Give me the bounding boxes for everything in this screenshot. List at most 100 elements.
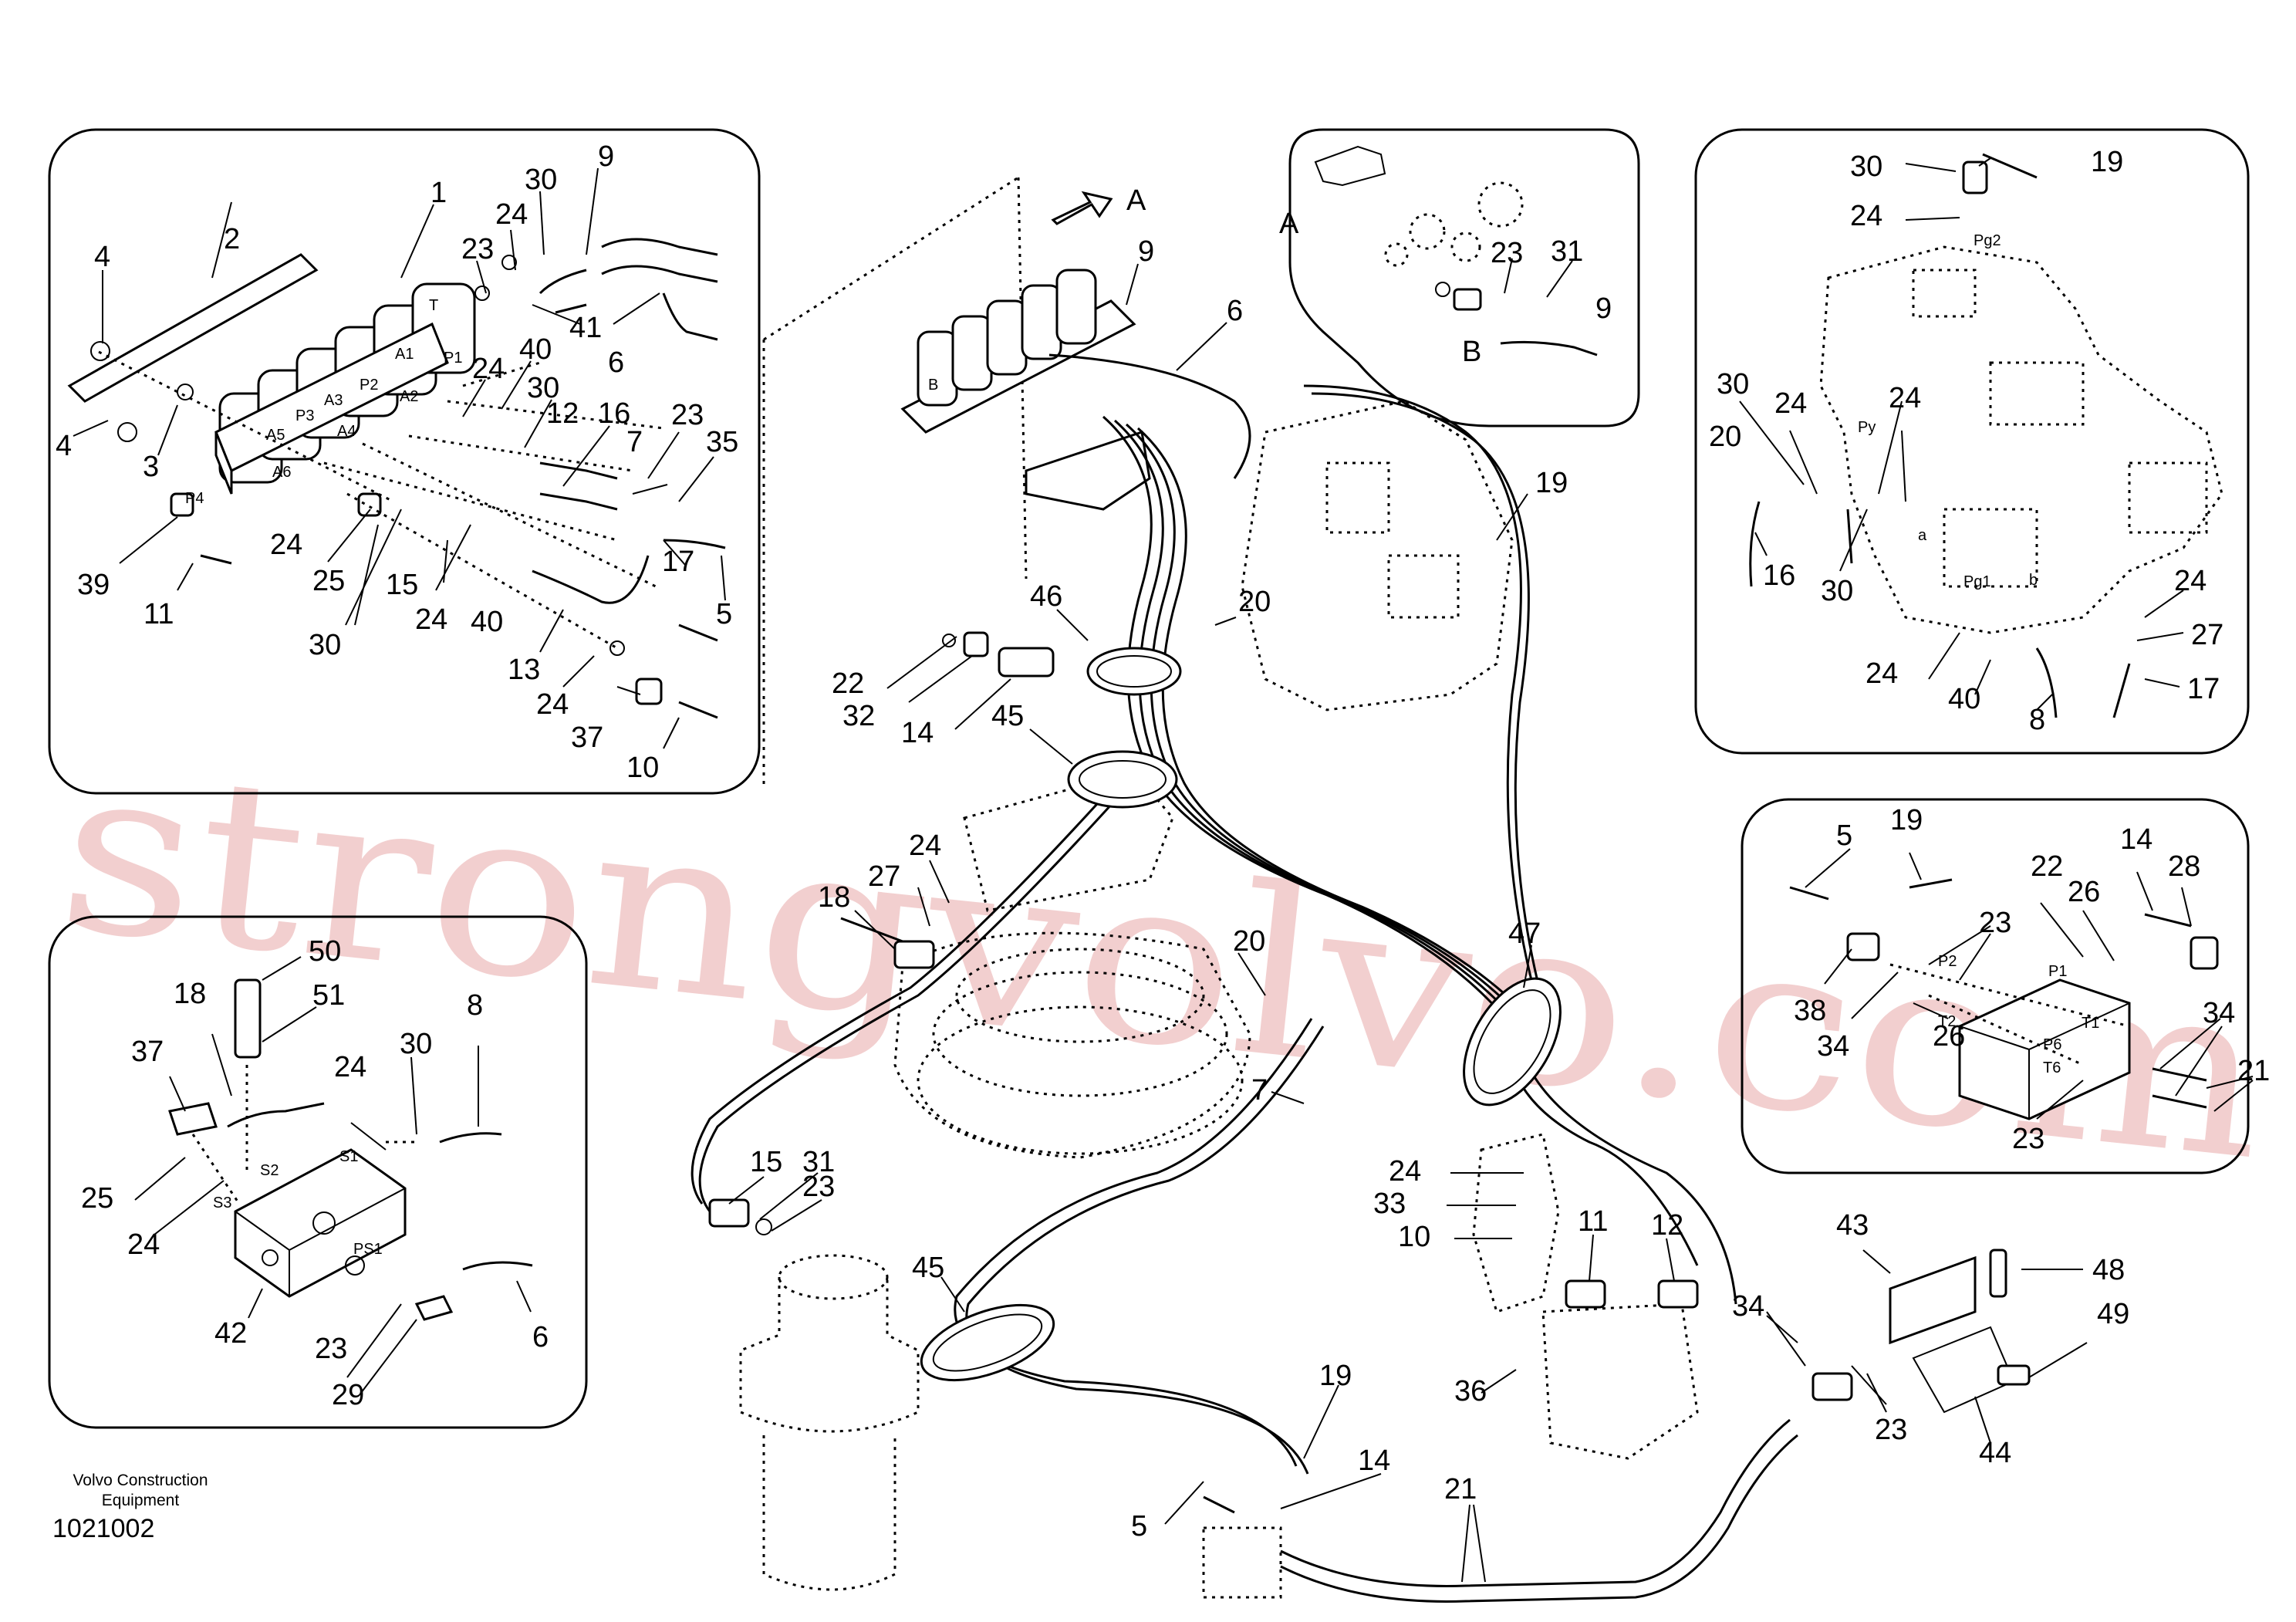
callout-34: 34 [1817,1030,1849,1063]
callout-19: 19 [2091,146,2123,178]
callout-46: 46 [1030,580,1062,613]
callout-40: 40 [471,606,503,638]
port-label-s2: S2 [260,1162,279,1179]
port-label-a4: A4 [337,423,356,440]
callout-30: 30 [309,629,341,661]
callout-21: 21 [1444,1473,1477,1505]
port-labels: T P1 A1 A2 P2 A3 P3 A4 A5 A6 P4 B S1 S2 … [185,232,2099,1258]
callout-15: 15 [386,569,418,601]
callout-25: 25 [312,565,345,597]
callout-a: A [1279,208,1299,240]
callout-23: 23 [1979,907,2011,939]
dashed-connection-lines-2 [191,1065,417,1205]
view-a-fittings [1314,145,1598,357]
callout-18: 18 [174,978,206,1010]
callout-18: 18 [818,881,850,914]
port-block-assembly [1789,878,2219,1120]
callout-9: 9 [598,140,614,173]
callout-20: 20 [1238,586,1271,618]
callout-51: 51 [312,979,345,1012]
shuttle-block-assembly [168,978,533,1321]
callout-41: 41 [569,312,602,344]
callout-30: 30 [400,1028,432,1060]
callout-27: 27 [868,860,900,893]
port-label-a5: A5 [266,427,285,444]
callout-10: 10 [626,752,659,784]
callout-8: 8 [467,989,483,1022]
callout-b: B [1462,336,1481,368]
detail-frame-shuttle-block [48,915,588,1429]
callout-7: 7 [1251,1074,1268,1107]
callout-24: 24 [536,688,569,721]
callout-4: 4 [94,241,110,273]
port-label-p4: P4 [185,490,204,507]
callout-24: 24 [472,353,505,385]
callout-28: 28 [2168,850,2200,883]
port-label-s1: S1 [339,1148,358,1165]
port-label-pg1: Pg1 [1963,573,1991,590]
port-label-p2-block: P2 [1938,953,1957,970]
callout-45: 45 [991,700,1024,732]
callout-24: 24 [1889,382,1921,414]
detail-frame-control-valve [1694,128,2250,755]
callout-14: 14 [1358,1445,1390,1477]
callout-49: 49 [2097,1298,2129,1330]
callout-40: 40 [519,333,552,366]
callout-23: 23 [1491,237,1523,269]
callout-44: 44 [1979,1437,2011,1469]
brand-line-1: Volvo Construction [73,1472,208,1489]
callout-45: 45 [912,1252,944,1284]
view-arrow-a: A [1051,184,1146,225]
callout-38: 38 [1794,995,1826,1027]
callout-23: 23 [1875,1414,1907,1446]
callout-14: 14 [2120,823,2152,856]
callout-24: 24 [495,198,528,231]
leader-lines [73,157,2254,1583]
callout-32: 32 [842,700,875,732]
callout-24: 24 [270,529,302,561]
callout-3: 3 [143,451,159,483]
callout-24: 24 [909,830,941,862]
dashed-connection-lines-5 [1889,963,2130,1066]
callout-24: 24 [415,603,447,636]
callout-23: 23 [2012,1123,2044,1155]
callout-6: 6 [1227,295,1243,327]
callout-47: 47 [1508,917,1541,950]
callout-37: 37 [571,721,603,754]
callout-24: 24 [1850,200,1882,232]
callout-23: 23 [802,1171,835,1203]
callout-20: 20 [1233,925,1265,958]
callout-30: 30 [1850,150,1882,183]
callout-27: 27 [2191,619,2223,651]
callout-26: 26 [2068,876,2100,908]
callout-24: 24 [1866,657,1898,690]
port-label-t: T [429,297,438,314]
callout-30: 30 [1821,575,1853,607]
callout-30: 30 [525,164,557,196]
callout-14: 14 [901,717,934,749]
callout-6: 6 [532,1321,549,1353]
callout-19: 19 [1890,804,1923,836]
callout-30: 30 [1717,368,1749,400]
callout-5: 5 [716,598,732,630]
port-label-py: Py [1858,419,1876,436]
callout-29: 29 [332,1379,364,1411]
port-label-a-port: a [1918,527,1927,544]
port-label-a2: A2 [400,388,418,405]
control-valve-body [1749,153,2223,718]
port-label-p1-block: P1 [2048,963,2067,980]
callout-15: 15 [750,1146,782,1178]
port-label-a6: A6 [272,464,291,481]
callout-19: 19 [1319,1360,1352,1392]
callout-34: 34 [1732,1290,1764,1323]
pilot-valve-body [1241,400,1514,711]
lower-valve-block [1472,1133,1699,1460]
callout-33: 33 [1373,1188,1406,1220]
callout-16: 16 [598,397,630,430]
callout-1: 1 [430,177,447,209]
port-label-t1: T1 [2082,1015,2099,1032]
callout-9: 9 [1595,292,1612,325]
callout-39: 39 [77,569,110,601]
callout-22: 22 [2031,850,2063,883]
